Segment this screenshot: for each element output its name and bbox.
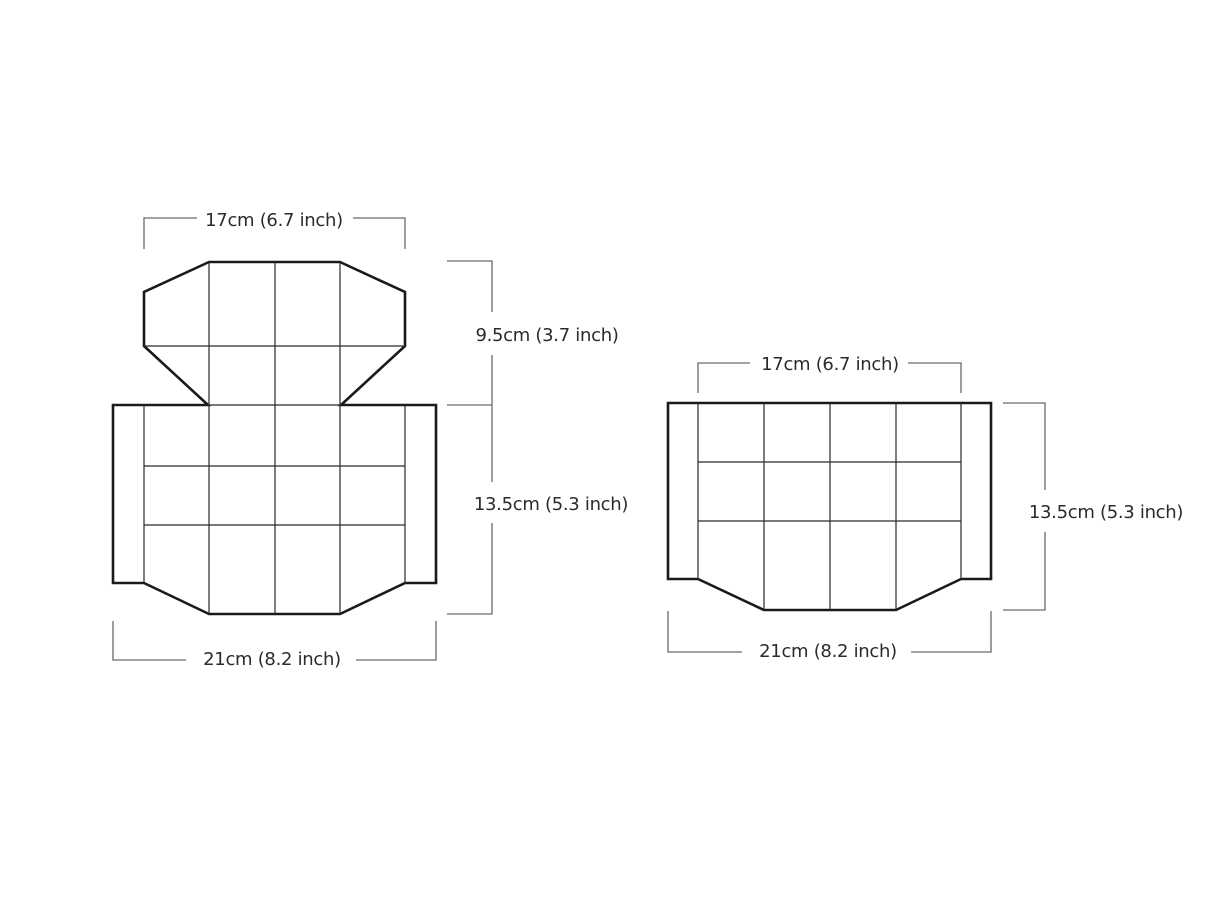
left-flap-height-label: 9.5cm (3.7 inch)	[475, 325, 618, 346]
right-top-width-dimension: 17cm (6.7 inch)	[697, 354, 962, 393]
right-bottom-width-label: 21cm (8.2 inch)	[759, 641, 897, 662]
left-top-width-label: 17cm (6.7 inch)	[205, 210, 343, 231]
left-height-dimensions: 9.5cm (3.7 inch) 13.5cm (5.3 inch)	[447, 260, 628, 615]
left-body-height-label: 13.5cm (5.3 inch)	[474, 494, 628, 515]
right-top-width-label: 17cm (6.7 inch)	[761, 354, 899, 375]
right-pattern-grid	[697, 403, 962, 610]
right-pattern: 17cm (6.7 inch) 13.5cm (5.3 inch) 21cm (…	[666, 354, 1183, 662]
right-height-dimension: 13.5cm (5.3 inch)	[1003, 402, 1183, 611]
left-bottom-width-dimension: 21cm (8.2 inch)	[112, 621, 437, 670]
left-pattern-grid	[143, 262, 406, 614]
right-bottom-width-dimension: 21cm (8.2 inch)	[667, 611, 992, 662]
right-body-height-label: 13.5cm (5.3 inch)	[1029, 502, 1183, 523]
left-pattern: 17cm (6.7 inch) 9.5cm (3.7 inch) 13.5cm …	[111, 210, 628, 670]
left-top-width-dimension: 17cm (6.7 inch)	[143, 210, 406, 249]
left-bottom-width-label: 21cm (8.2 inch)	[203, 649, 341, 670]
